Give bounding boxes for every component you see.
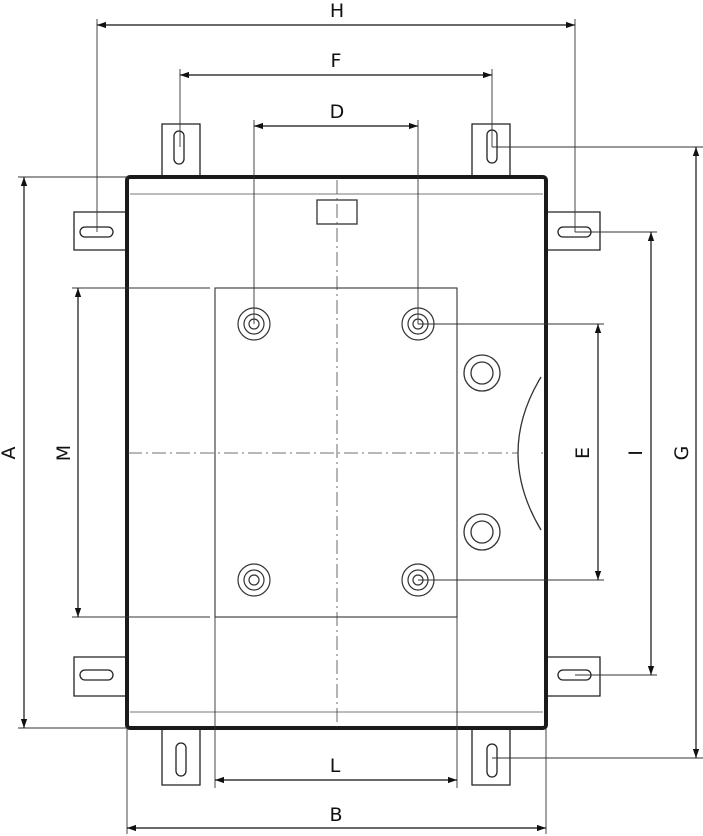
- mounting-lugs: [73, 123, 601, 786]
- right-upper-lug: [545, 211, 601, 251]
- top-left-lug: [161, 123, 201, 180]
- right-lower-lug: [545, 656, 601, 697]
- dim-label-A: A: [0, 447, 20, 460]
- dim-label-H: H: [330, 0, 344, 22]
- dim-label-D: D: [330, 101, 345, 123]
- dim-label-B: B: [329, 804, 342, 826]
- plate-hole-bottom-left: [237, 563, 271, 597]
- dim-label-F: F: [331, 50, 342, 72]
- left-upper-lug: [73, 211, 128, 251]
- cable-glands: [463, 354, 501, 551]
- dim-label-G: G: [671, 446, 693, 461]
- bottom-left-lug: [161, 728, 201, 786]
- dim-label-E: E: [572, 447, 594, 459]
- enclosure-outline: [125, 175, 548, 730]
- door-handle-bulge: [517, 376, 542, 531]
- bottom-right-lug: [471, 728, 511, 786]
- dim-label-I: I: [625, 450, 647, 456]
- mounting-plate: [214, 287, 458, 618]
- left-lower-lug: [73, 656, 128, 697]
- extension-lines: [18, 19, 703, 834]
- dim-label-M: M: [53, 445, 75, 461]
- dim-label-L: L: [330, 755, 341, 777]
- top-right-lug: [471, 123, 511, 180]
